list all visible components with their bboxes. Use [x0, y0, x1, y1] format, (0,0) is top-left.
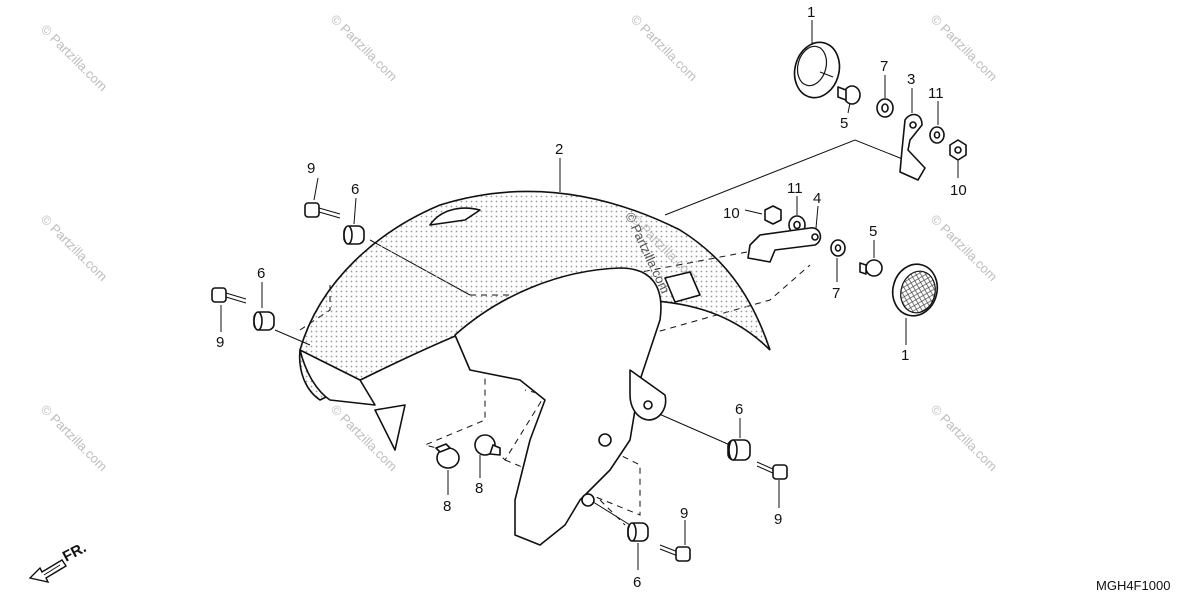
collar-8-right: [474, 434, 501, 456]
washer-top: [876, 98, 894, 118]
callout-6-bottom: 6: [633, 574, 641, 591]
callout-7-mid: 7: [832, 285, 840, 302]
reflector-stay-top: [899, 113, 926, 181]
callout-9-left: 9: [216, 334, 224, 351]
fender-crest-fin: [429, 207, 481, 226]
callout-10-top: 10: [950, 182, 967, 199]
collar-8-left: [435, 443, 460, 469]
fender-bolt-hole: [598, 433, 612, 447]
fender-front-blade: [299, 349, 376, 406]
watermark: © Partzilla.com: [928, 12, 1001, 85]
callout-8-left: 8: [443, 498, 451, 515]
bolt-upper-left: [304, 202, 341, 219]
grommet-left: [253, 311, 275, 331]
fender-mounting-tab: [629, 369, 667, 421]
reflector-face: [796, 45, 828, 87]
callout-6-right: 6: [735, 401, 743, 418]
grommet-right: [727, 439, 751, 461]
callout-6-upper-left: 6: [351, 181, 359, 198]
front-arrow-icon: [28, 559, 67, 584]
nut-mid: [764, 205, 782, 225]
callout-1-top: 1: [807, 4, 815, 21]
callout-4: 4: [813, 190, 821, 207]
callout-8-right: 8: [475, 480, 483, 497]
callout-10-mid: 10: [723, 205, 740, 222]
reflector-stud: [819, 71, 834, 78]
callout-2: 2: [555, 141, 563, 158]
watermark: © Partzilla.com: [928, 402, 1001, 475]
washer-mid-2: [830, 239, 846, 257]
diagram-code: MGH4F1000: [1096, 578, 1170, 593]
grommet-upper-left: [343, 225, 365, 245]
grommet-bottom: [627, 522, 649, 542]
callouts: 1 1 2 3 4 5 5 6 6 6 6 7 7 8 8 9 9 9 9 10…: [216, 4, 967, 591]
fender-tab-hole: [643, 400, 653, 410]
fender-inner-hugger: [454, 267, 662, 546]
watermark: © Partzilla.com: [628, 12, 701, 85]
callout-5-right: 5: [869, 223, 877, 240]
leader-lines: [220, 20, 959, 570]
nut-top: [949, 139, 967, 161]
callout-7-top: 7: [880, 58, 888, 75]
callout-11-mid: 11: [787, 180, 803, 197]
reflector-stay-mid: [747, 227, 822, 263]
callout-1-bottom: 1: [901, 347, 909, 364]
front-fender: © Partzilla.com: [298, 190, 771, 546]
watermark: © Partzilla.com: [328, 12, 401, 85]
bolt-bottom: [659, 544, 691, 562]
callout-9-right: 9: [774, 511, 782, 528]
fender-bolt-hole: [581, 493, 595, 507]
bolt-right: [756, 461, 788, 480]
watermark: © Partzilla.com: [38, 212, 111, 285]
watermark: © Partzilla.com: [38, 402, 111, 475]
front-direction-marker: FR.: [28, 539, 89, 584]
fender-inner-bracket: [664, 271, 701, 303]
bolt-left: [211, 287, 247, 304]
reflector-bottom: [891, 263, 939, 317]
washer-top-2: [929, 126, 945, 144]
callout-11-top: 11: [928, 85, 944, 102]
watermark: © Partzilla.com: [38, 22, 111, 95]
reflector-lens: [900, 270, 936, 314]
callout-3: 3: [907, 71, 915, 88]
front-marker-label: FR.: [60, 539, 89, 565]
collar-top: [837, 85, 861, 105]
watermark: © Partzilla.com: [928, 212, 1001, 285]
reflector-top: [793, 41, 841, 99]
callout-5-top: 5: [840, 115, 848, 132]
callout-9-upper-left: 9: [307, 160, 315, 177]
callout-9-bottom: 9: [680, 505, 688, 522]
callout-6-left: 6: [257, 265, 265, 282]
collar-mid: [859, 259, 883, 277]
fender-rear-lip: [374, 404, 406, 451]
